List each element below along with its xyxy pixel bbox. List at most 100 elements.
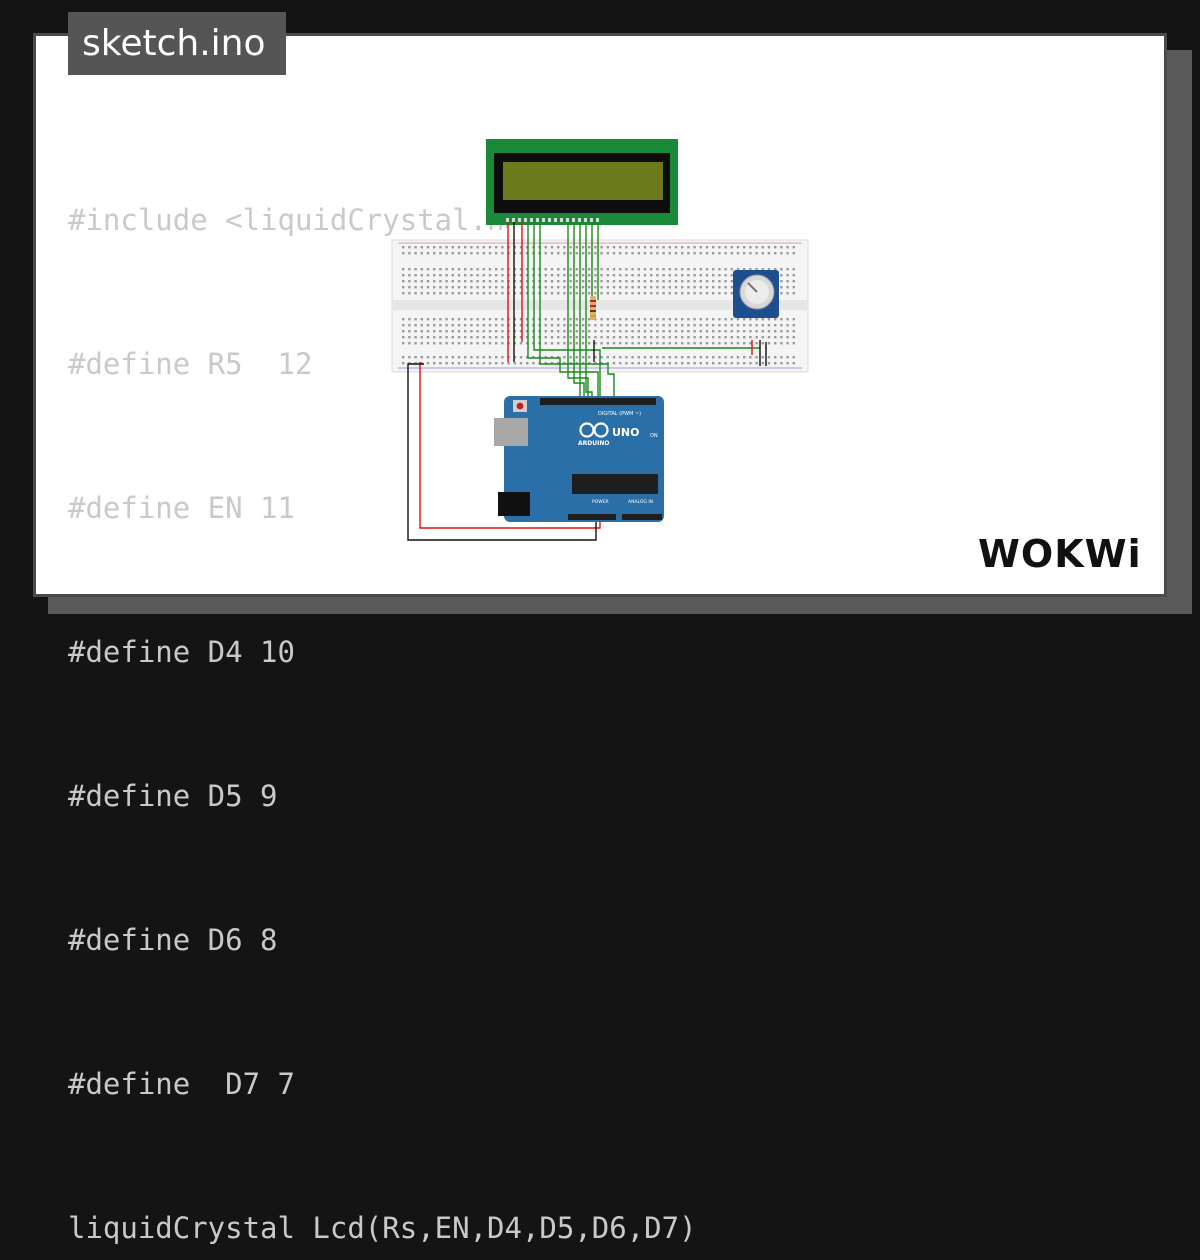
breadboard-hole bbox=[433, 292, 436, 295]
breadboard-hole bbox=[581, 268, 585, 271]
breadboard-hole bbox=[662, 292, 665, 295]
breadboard-hole bbox=[513, 286, 516, 289]
breadboard-hole bbox=[433, 330, 436, 333]
breadboard-hole bbox=[594, 246, 597, 249]
code-line: #define R5 12 bbox=[68, 347, 313, 381]
breadboard-hole bbox=[736, 246, 740, 249]
breadboard-hole bbox=[619, 280, 622, 283]
breadboard-hole bbox=[457, 280, 461, 283]
breadboard-hole bbox=[464, 356, 467, 359]
breadboard-hole bbox=[526, 268, 529, 271]
breadboard-hole bbox=[625, 324, 628, 327]
breadboard-hole bbox=[780, 274, 783, 277]
breadboard-hole bbox=[761, 268, 764, 271]
breadboard-hole bbox=[712, 336, 715, 339]
breadboard-hole bbox=[612, 356, 616, 359]
breadboard-hole bbox=[575, 246, 578, 249]
breadboard-hole bbox=[699, 336, 702, 339]
breadboard-hole bbox=[606, 342, 609, 345]
breadboard-hole bbox=[433, 356, 436, 359]
file-tab[interactable]: sketch.ino bbox=[68, 12, 286, 75]
breadboard-hole bbox=[668, 330, 671, 333]
breadboard-hole bbox=[451, 336, 454, 339]
breadboard-hole bbox=[724, 252, 727, 255]
breadboard-hole bbox=[482, 330, 485, 333]
breadboard-hole bbox=[588, 246, 591, 249]
breadboard-hole bbox=[600, 318, 603, 321]
breadboard-hole bbox=[470, 336, 473, 339]
breadboard-hole bbox=[513, 356, 516, 359]
breadboard-hole bbox=[780, 336, 783, 339]
breadboard-hole bbox=[426, 318, 430, 321]
breadboard-hole bbox=[637, 330, 640, 333]
breadboard-hole bbox=[786, 330, 789, 333]
breadboard-hole bbox=[563, 330, 566, 333]
breadboard-hole bbox=[687, 292, 690, 295]
breadboard-hole bbox=[699, 362, 702, 365]
breadboard-hole bbox=[606, 324, 609, 327]
breadboard-hole bbox=[482, 362, 485, 365]
breadboard-hole bbox=[780, 280, 783, 283]
breadboard-hole bbox=[625, 252, 628, 255]
breadboard-hole bbox=[433, 324, 436, 327]
breadboard-hole bbox=[705, 252, 709, 255]
breadboard-hole bbox=[724, 362, 727, 365]
breadboard-hole bbox=[674, 252, 678, 255]
breadboard-hole bbox=[439, 324, 442, 327]
breadboard-hole bbox=[699, 330, 702, 333]
breadboard-hole bbox=[643, 324, 647, 327]
breadboard-hole bbox=[606, 274, 609, 277]
breadboard-hole bbox=[451, 280, 454, 283]
breadboard-hole bbox=[637, 252, 640, 255]
breadboard-hole bbox=[519, 356, 523, 359]
breadboard-hole bbox=[687, 268, 690, 271]
breadboard-hole bbox=[470, 280, 473, 283]
breadboard-hole bbox=[519, 342, 523, 345]
breadboard-hole bbox=[575, 280, 578, 283]
breadboard-hole bbox=[761, 318, 764, 321]
breadboard-hole bbox=[550, 292, 554, 295]
breadboard-hole bbox=[786, 292, 789, 295]
breadboard-hole bbox=[550, 252, 554, 255]
breadboard-hole bbox=[674, 274, 678, 277]
breadboard-hole bbox=[606, 318, 609, 321]
breadboard-hole bbox=[519, 330, 523, 333]
breadboard-hole bbox=[718, 362, 721, 365]
breadboard-hole bbox=[792, 324, 795, 327]
breadboard-hole bbox=[681, 268, 684, 271]
breadboard-hole bbox=[656, 356, 659, 359]
lcd-pin bbox=[524, 218, 527, 222]
breadboard-hole bbox=[767, 330, 771, 333]
breadboard-hole bbox=[482, 342, 485, 345]
breadboard-hole bbox=[730, 362, 733, 365]
breadboard-hole bbox=[445, 342, 448, 345]
breadboard-hole bbox=[470, 274, 473, 277]
breadboard-hole bbox=[681, 318, 684, 321]
breadboard-hole bbox=[445, 280, 448, 283]
breadboard-hole bbox=[513, 330, 516, 333]
breadboard-hole bbox=[588, 336, 591, 339]
breadboard-hole bbox=[581, 330, 585, 333]
lcd-pin bbox=[584, 218, 587, 222]
breadboard-hole bbox=[420, 336, 423, 339]
breadboard-hole bbox=[439, 252, 442, 255]
breadboard-hole bbox=[774, 318, 777, 321]
breadboard-hole bbox=[513, 280, 516, 283]
breadboard-hole bbox=[606, 246, 609, 249]
breadboard-hole bbox=[656, 252, 659, 255]
breadboard-hole bbox=[513, 292, 516, 295]
breadboard-hole bbox=[792, 286, 795, 289]
breadboard-hole bbox=[457, 246, 461, 249]
breadboard-hole bbox=[724, 318, 727, 321]
breadboard-hole bbox=[451, 246, 454, 249]
breadboard-hole bbox=[656, 342, 659, 345]
breadboard-hole bbox=[612, 362, 616, 365]
breadboard-hole bbox=[439, 246, 442, 249]
breadboard-hole bbox=[470, 362, 473, 365]
breadboard-hole bbox=[408, 286, 411, 289]
breadboard-hole bbox=[755, 252, 758, 255]
breadboard-hole bbox=[445, 362, 448, 365]
breadboard-hole bbox=[650, 356, 653, 359]
breadboard-hole bbox=[792, 292, 795, 295]
breadboard-hole bbox=[656, 274, 659, 277]
